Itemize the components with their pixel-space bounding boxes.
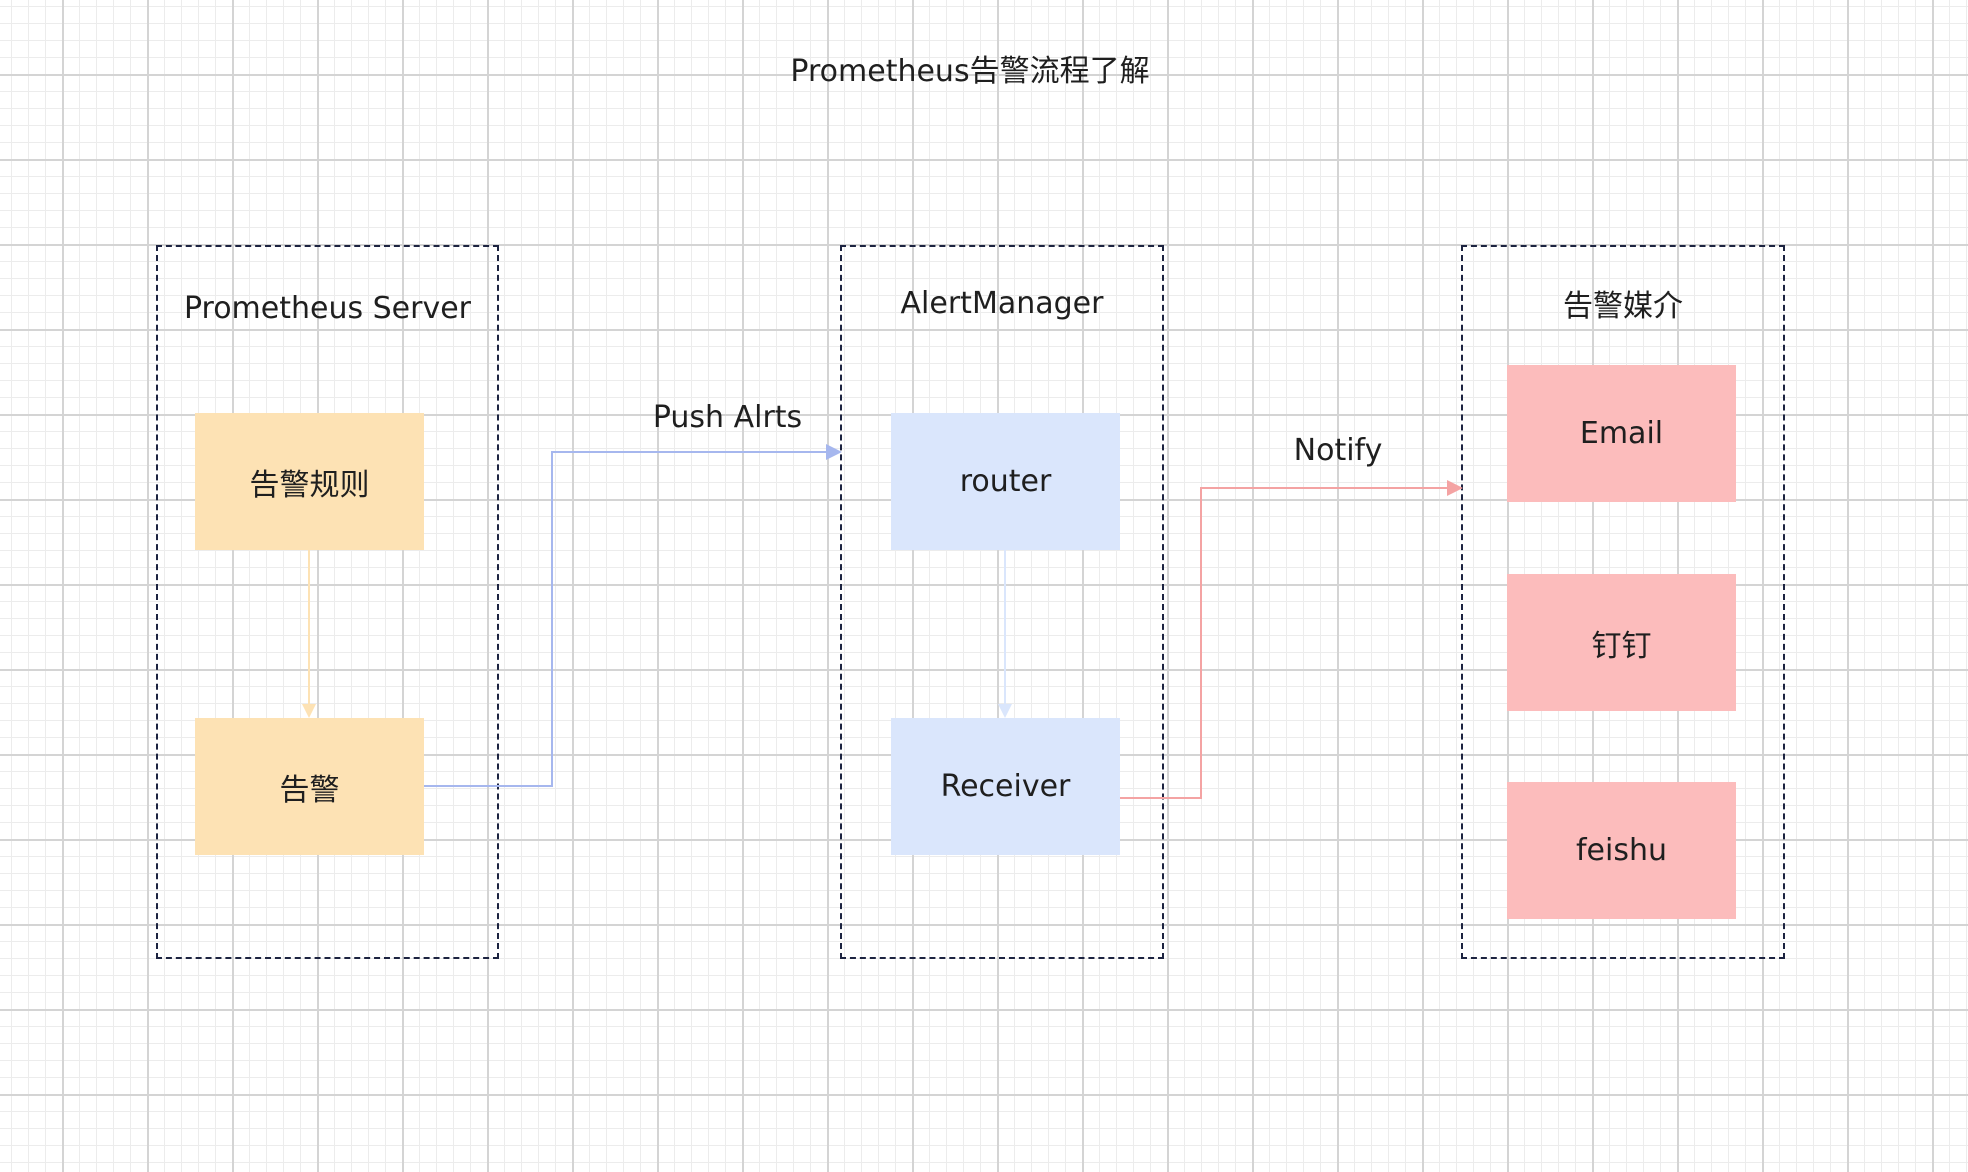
group-label-alert-media: 告警媒介 <box>1563 289 1683 324</box>
group-prometheus-server <box>156 245 499 959</box>
node-feishu[interactable]: feishu <box>1507 782 1736 919</box>
group-label-alertmanager: AlertManager <box>900 286 1104 321</box>
diagram-title: Prometheus告警流程了解 <box>790 54 1150 89</box>
node-alert-rules[interactable]: 告警规则 <box>195 413 424 550</box>
group-alertmanager <box>840 245 1164 959</box>
edge-label-push-alerts: Push Alrts <box>652 400 803 435</box>
node-receiver[interactable]: Receiver <box>891 718 1120 855</box>
edge-label-notify: Notify <box>1293 433 1383 468</box>
node-dingtalk[interactable]: 钉钉 <box>1507 574 1736 711</box>
group-label-prometheus-server: Prometheus Server <box>183 291 472 326</box>
group-alert-media <box>1461 245 1785 959</box>
edge-notify <box>1120 480 1463 799</box>
node-router[interactable]: router <box>891 413 1120 550</box>
edge-push-alerts <box>424 444 842 787</box>
node-alert[interactable]: 告警 <box>195 718 424 855</box>
node-email[interactable]: Email <box>1507 365 1736 502</box>
